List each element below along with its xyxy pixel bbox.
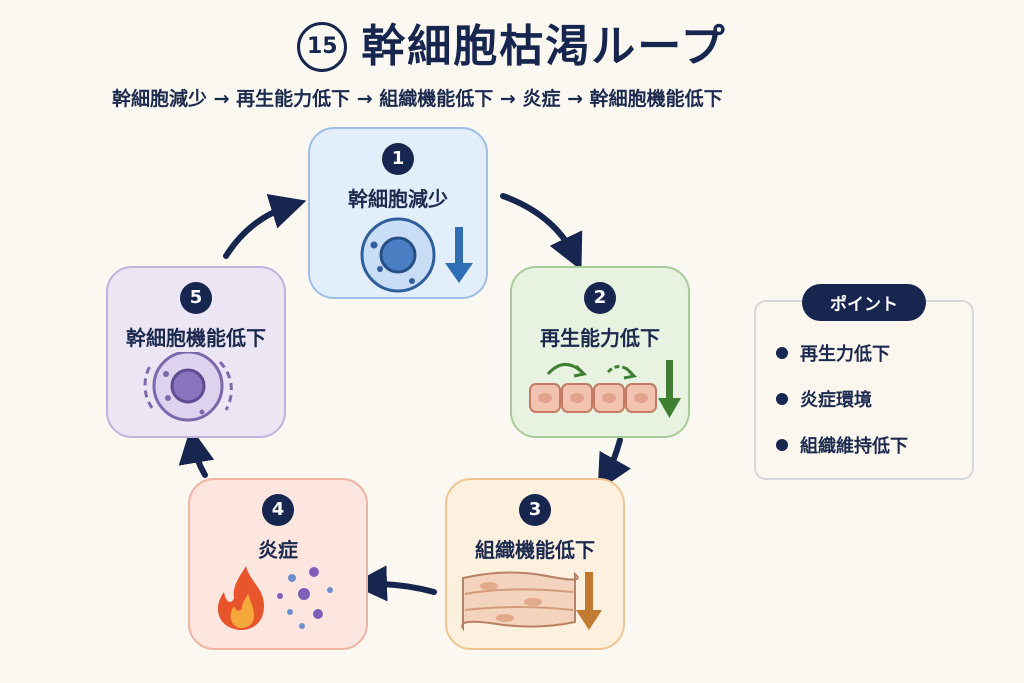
step-number-badge: 3 xyxy=(519,494,551,526)
step-label: 炎症 xyxy=(258,538,298,562)
point-text: 再生力低下 xyxy=(800,344,890,365)
down-arrow-icon xyxy=(576,572,602,630)
step-number-badge: 4 xyxy=(262,494,294,526)
tissue-icon xyxy=(461,571,602,632)
step-card-3: 3 組織機能低下 xyxy=(445,478,625,650)
step-label: 幹細胞機能低下 xyxy=(126,326,266,350)
list-item: 再生力低下 xyxy=(776,340,908,386)
step-label: 組織機能低下 xyxy=(475,538,595,562)
point-text: 組織維持低下 xyxy=(800,436,908,457)
step-number-badge: 2 xyxy=(584,282,616,314)
points-box: ポイント 再生力低下 炎症環境 組織維持低下 xyxy=(754,284,974,480)
step-label: 幹細胞減少 xyxy=(348,187,448,211)
cycle-summary: 幹細胞減少 → 再生能力低下 → 組織機能低下 → 炎症 → 幹細胞機能低下 xyxy=(112,88,723,110)
arrow-2-to-3 xyxy=(597,437,631,492)
regeneration-tissue-icon xyxy=(529,360,681,418)
stem-cell-icon xyxy=(360,217,473,293)
point-text: 炎症環境 xyxy=(800,390,872,411)
step-card-5: 5 幹細胞機能低下 xyxy=(106,266,286,438)
arrow-1-to-2 xyxy=(500,193,583,271)
bullet-icon xyxy=(776,393,788,405)
arrow-3-to-4 xyxy=(351,565,437,602)
inflammation-particles-icon xyxy=(277,567,333,629)
points-list: 再生力低下 炎症環境 組織維持低下 xyxy=(776,340,908,478)
step-number-badge: 5 xyxy=(180,282,212,314)
page-title: 15 幹細胞枯渇ループ xyxy=(0,10,1024,74)
weak-cell-icon xyxy=(143,352,233,422)
points-heading: ポイント xyxy=(802,284,926,321)
list-item: 炎症環境 xyxy=(776,386,908,432)
down-arrow-icon xyxy=(658,360,681,418)
bullet-icon xyxy=(776,439,788,451)
flame-icon xyxy=(217,566,333,630)
step-card-2: 2 再生能力低下 xyxy=(510,266,690,438)
down-arrow-icon xyxy=(445,227,473,283)
title-number-badge: 15 xyxy=(297,22,348,72)
step-card-1: 1 幹細胞減少 xyxy=(308,127,488,299)
list-item: 組織維持低下 xyxy=(776,432,908,478)
arrow-5-to-1 xyxy=(223,194,307,259)
bullet-icon xyxy=(776,347,788,359)
step-label: 再生能力低下 xyxy=(540,326,660,350)
title-text: 幹細胞枯渇ループ xyxy=(361,21,727,72)
arrow-4-to-5 xyxy=(178,427,215,478)
step-number-badge: 1 xyxy=(382,143,414,175)
step-card-4: 4 炎症 xyxy=(188,478,368,650)
